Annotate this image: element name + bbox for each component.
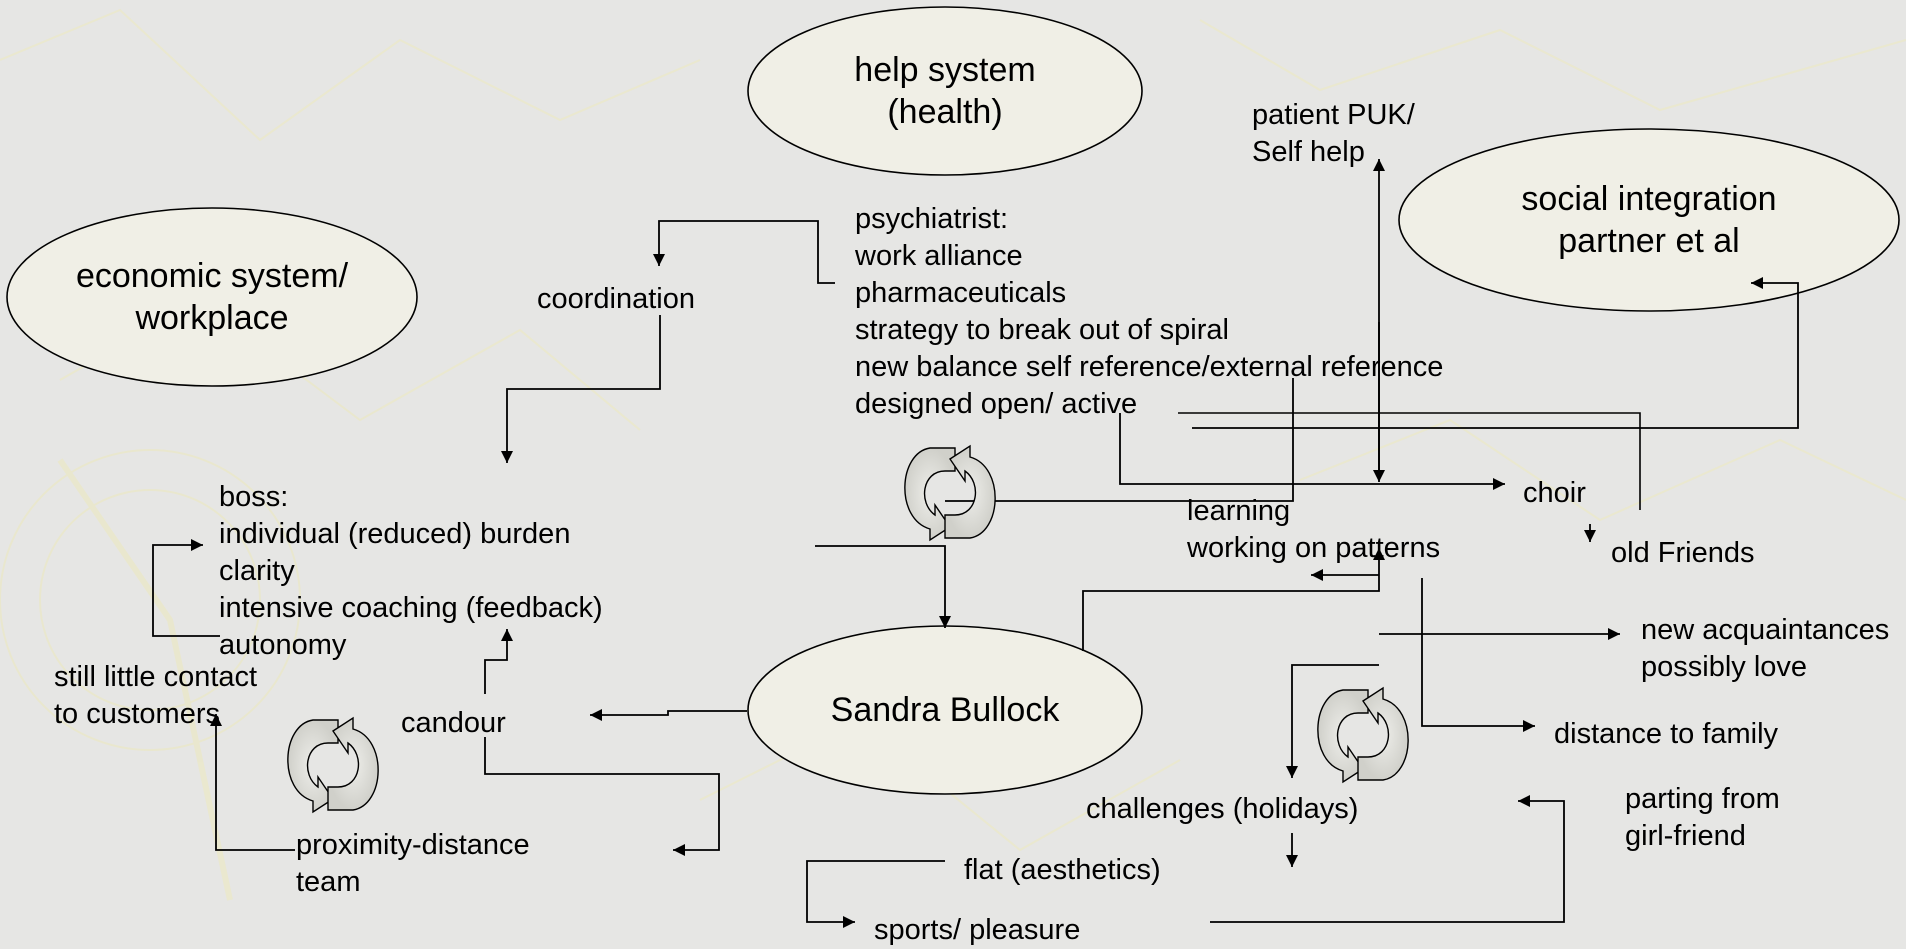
label-line: Self help bbox=[1252, 136, 1365, 168]
node-label: help system bbox=[854, 51, 1036, 89]
cycle-icon bbox=[287, 716, 379, 814]
label-line: possibly love bbox=[1641, 651, 1808, 683]
proximity-distance-label: proximity-distance team bbox=[296, 827, 530, 901]
new-acquaintances-label: new acquaintances possibly love bbox=[1641, 612, 1889, 686]
social-integration-ellipse bbox=[1398, 128, 1900, 312]
sandra-node: Sandra Bullock bbox=[748, 626, 1142, 794]
label-line: challenges (holidays) bbox=[1086, 793, 1359, 825]
choir-label: choir bbox=[1523, 475, 1586, 512]
team-to-customers-connector bbox=[210, 714, 295, 851]
patient-puk-label: patient PUK/ Self help bbox=[1252, 97, 1415, 171]
label-line: individual (reduced) burden bbox=[219, 518, 571, 550]
node-label: partner et al bbox=[1558, 222, 1740, 260]
label-line: intensive coaching (feedback) bbox=[219, 592, 603, 624]
node-label: workplace bbox=[135, 299, 289, 337]
label-line: girl-friend bbox=[1625, 820, 1746, 852]
label-line: flat (aesthetics) bbox=[964, 854, 1161, 886]
parting-label: parting from girl-friend bbox=[1625, 781, 1780, 855]
flat-to-sports-connector bbox=[806, 860, 945, 928]
candour-to-team-connector bbox=[484, 737, 720, 856]
help-system-ellipse bbox=[747, 6, 1143, 176]
sandra-to-candour-connector bbox=[590, 709, 747, 721]
social-integration-node: social integration partner et al bbox=[1399, 129, 1899, 311]
label-line: new acquaintances bbox=[1641, 614, 1890, 646]
economic-system-ellipse bbox=[6, 207, 418, 387]
label-line: new balance self reference/external refe… bbox=[855, 351, 1444, 383]
label-line: patient PUK/ bbox=[1252, 99, 1415, 131]
coordination-label: coordination bbox=[537, 281, 695, 318]
autonomy-to-boss-connector bbox=[152, 539, 220, 637]
label-line: parting from bbox=[1625, 783, 1780, 815]
coordination-to-boss-connector bbox=[501, 315, 661, 463]
sports-label: sports/ pleasure bbox=[874, 912, 1080, 949]
challenges-label: challenges (holidays) bbox=[1086, 791, 1358, 828]
label-line: coordination bbox=[537, 283, 695, 315]
psychiatrist-to-coordination-connector bbox=[653, 220, 835, 284]
node-label: social integration bbox=[1521, 180, 1777, 218]
label-line: strategy to break out of spiral bbox=[855, 314, 1229, 346]
label-line: old Friends bbox=[1611, 537, 1755, 569]
psychiatrist-label: psychiatrist: work alliance pharmaceutic… bbox=[855, 201, 1443, 423]
cycle-icon bbox=[1317, 686, 1409, 784]
sports-to-parting-connector bbox=[1210, 795, 1565, 923]
social-integration-feedback-connector bbox=[1192, 277, 1799, 429]
label-line: team bbox=[296, 866, 361, 898]
to-distance-family-connector bbox=[1421, 578, 1535, 732]
label-line: designed open/ active bbox=[855, 388, 1138, 420]
label-line: distance to family bbox=[1554, 718, 1779, 750]
label-line: candour bbox=[401, 707, 506, 739]
label-line: proximity-distance bbox=[296, 829, 530, 861]
label-line: to customers bbox=[54, 698, 220, 730]
economic-system-node: economic system/ workplace bbox=[7, 208, 417, 386]
distance-family-label: distance to family bbox=[1554, 716, 1778, 753]
learning-label: learning working on patterns bbox=[1187, 493, 1440, 567]
label-line: working on patterns bbox=[1187, 532, 1441, 564]
label-line: autonomy bbox=[219, 629, 347, 661]
label-line: choir bbox=[1523, 477, 1586, 509]
label-line: pharmaceuticals bbox=[855, 277, 1067, 309]
still-little-contact-label: still little contact to customers bbox=[54, 659, 257, 733]
label-line: work alliance bbox=[855, 240, 1023, 272]
to-challenges-connector bbox=[1286, 664, 1379, 778]
boss-label: boss: individual (reduced) burden clarit… bbox=[219, 479, 603, 664]
sandra-to-learning-connector bbox=[1082, 548, 1385, 651]
label-line: still little contact bbox=[54, 661, 258, 693]
to-social-integration-connector bbox=[1178, 412, 1641, 510]
learning-to-sandra-connector bbox=[945, 378, 1294, 502]
active-to-choir-connector bbox=[1119, 413, 1505, 490]
candour-label: candour bbox=[401, 705, 506, 742]
label-line: sports/ pleasure bbox=[874, 914, 1081, 946]
help-system-node: help system (health) bbox=[748, 7, 1142, 175]
label-line: learning bbox=[1187, 495, 1291, 527]
cycle-icon bbox=[904, 444, 996, 542]
node-label: Sandra Bullock bbox=[830, 691, 1060, 729]
label-line: psychiatrist: bbox=[855, 203, 1009, 235]
label-line: clarity bbox=[219, 555, 295, 587]
candour-to-boss-connector bbox=[484, 629, 513, 694]
flat-label: flat (aesthetics) bbox=[964, 852, 1161, 889]
connectors bbox=[152, 159, 1799, 928]
node-label: economic system/ bbox=[75, 257, 349, 295]
old-friends-label: old Friends bbox=[1611, 535, 1754, 572]
help-to-sandra-connector bbox=[815, 545, 951, 628]
label-line: boss: bbox=[219, 481, 289, 513]
node-label: (health) bbox=[887, 93, 1003, 131]
